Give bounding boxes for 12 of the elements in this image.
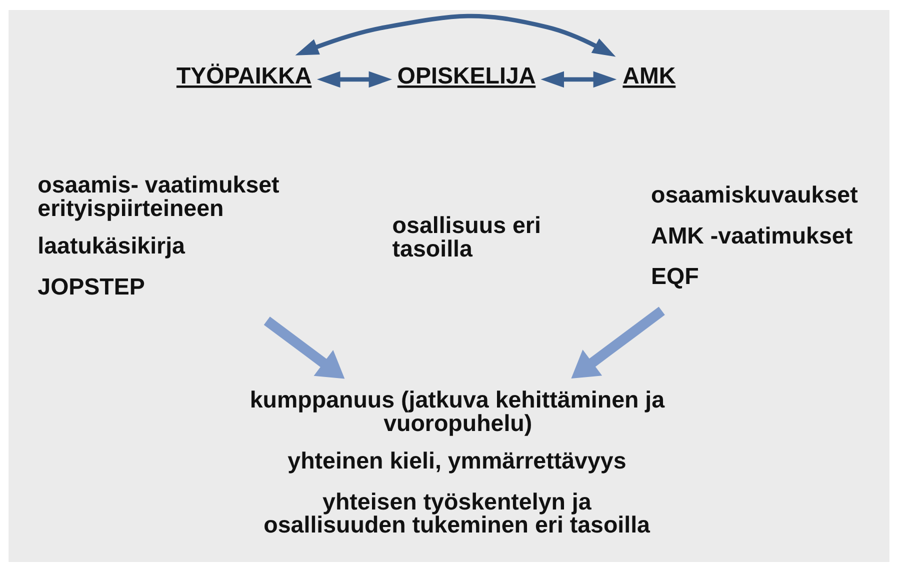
node-text: TYÖPAIKKA xyxy=(176,62,312,88)
node-text: AMK xyxy=(622,62,676,88)
arrow xyxy=(295,14,616,57)
arrow xyxy=(571,306,665,378)
arrow xyxy=(540,71,617,88)
node-text: OPISKELIJA xyxy=(397,62,536,88)
arrow xyxy=(264,316,345,379)
node-text: osaamis- vaatimukset erityispiirteineen laatukäsikirja JOPSTEP xyxy=(38,172,280,300)
node-text: osallisuus eri tasoilla xyxy=(392,212,541,262)
node-text: osaamiskuvaukset AMK -vaatimukset EQF xyxy=(651,182,858,290)
node-text: kumppanuus (jatkuva kehittäminen ja vuoropuhelu) yhteinen kieli, ymmärrettävyys yhteisen työskentelyn ja osallisuuden tukeminen eri tasoilla xyxy=(250,386,665,538)
arrow xyxy=(316,71,392,88)
